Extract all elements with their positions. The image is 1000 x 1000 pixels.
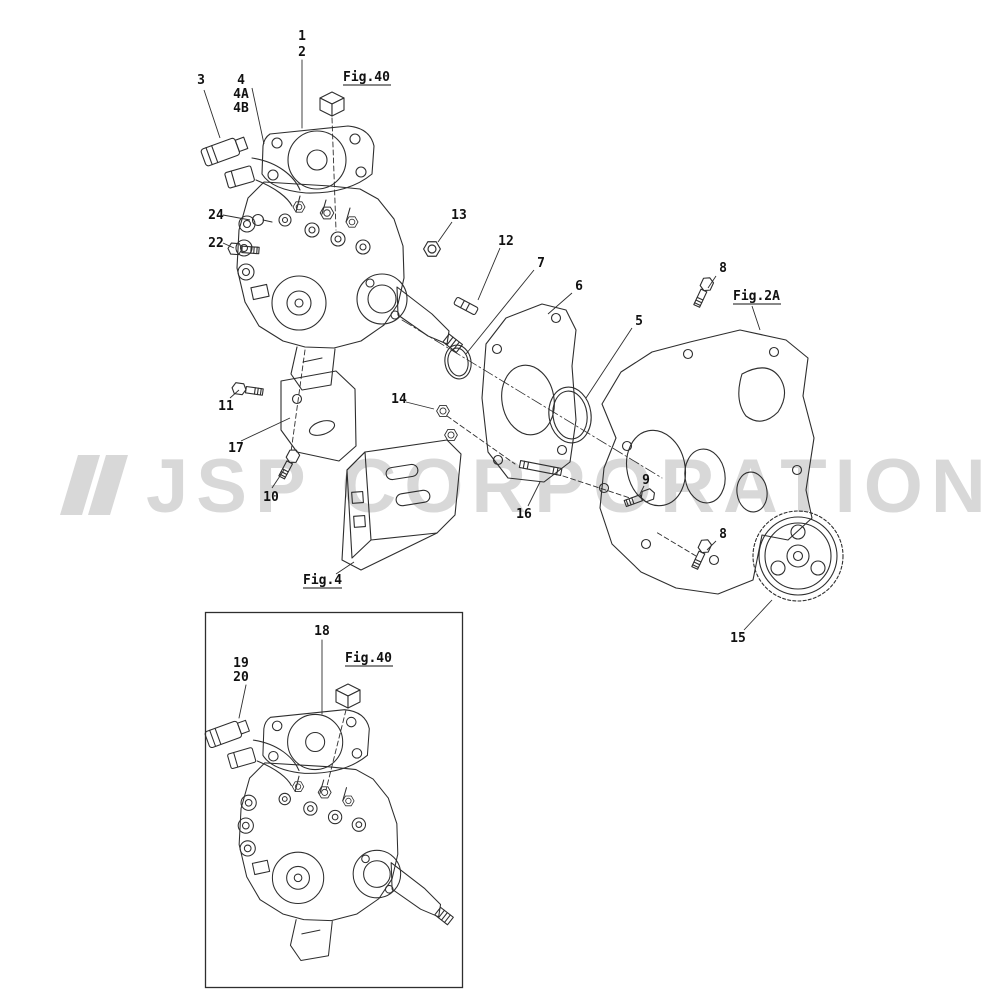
figref-2a: Fig.2A — [733, 289, 780, 304]
callout-8-upper: 8 — [719, 261, 727, 276]
callout-22: 22 — [208, 236, 224, 251]
watermark-logo-bar — [88, 455, 128, 515]
fitting-24 — [251, 213, 273, 227]
dash-bolt8 — [655, 531, 697, 557]
leader-19-20 — [238, 684, 247, 719]
cube-drop-line-inset — [325, 709, 347, 791]
watermark-text: JSP CORPORATION — [146, 444, 994, 529]
callout-6: 6 — [575, 279, 583, 294]
callout-1: 1 — [298, 29, 306, 44]
figref-40-inset: Fig.40 — [345, 651, 392, 666]
injection-pump-assembly — [200, 126, 462, 390]
drive-gear-15 — [752, 510, 844, 602]
o-ring-5 — [548, 386, 592, 444]
callout-24: 24 — [208, 208, 224, 223]
main-diagram — [200, 59, 844, 602]
figref-40-main: Fig.40 — [343, 70, 390, 85]
callout-17: 17 — [228, 441, 244, 456]
callout-14: 14 — [391, 392, 407, 407]
callout-19: 19 — [233, 656, 249, 671]
inset-border — [204, 611, 464, 989]
callout-11: 11 — [218, 399, 234, 414]
callout-12: 12 — [498, 234, 514, 249]
connector-cube-icon — [319, 91, 345, 117]
callout-13: 13 — [451, 208, 467, 223]
callout-18: 18 — [314, 624, 330, 639]
cube-drop-line — [331, 117, 337, 231]
bracket-fig4 — [341, 439, 462, 571]
callout-4a: 4A — [233, 87, 249, 102]
callout-9: 9 — [642, 473, 650, 488]
inset-art — [204, 639, 453, 961]
bolt-8-upper — [691, 274, 716, 309]
shaft-axis-line — [401, 319, 663, 479]
callout-4b: 4B — [233, 101, 249, 116]
callout-10: 10 — [263, 490, 279, 505]
connector-cube-icon-inset — [335, 683, 361, 709]
callout-20: 20 — [233, 670, 249, 685]
bolt-11 — [230, 381, 265, 399]
main-callouts: 1 2 3 4 4A 4B Fig.40 24 22 13 12 7 6 5 8… — [197, 29, 781, 646]
callout-2: 2 — [298, 45, 306, 60]
dash-nuts14 — [446, 415, 516, 465]
leader-lines — [203, 87, 773, 631]
injection-pump-assembly-inset — [204, 710, 453, 961]
callout-15: 15 — [730, 631, 746, 646]
pin-12 — [453, 296, 479, 316]
engine-plate-fig2a — [598, 329, 815, 595]
bracket-17 — [280, 370, 357, 462]
nut-14-b — [444, 429, 458, 441]
callout-7: 7 — [537, 256, 545, 271]
callout-4: 4 — [237, 73, 245, 88]
watermark: JSP CORPORATION — [60, 444, 994, 529]
nut-13 — [423, 241, 441, 257]
callout-3: 3 — [197, 73, 205, 88]
watermark-logo — [60, 455, 100, 515]
figref-4: Fig.4 — [303, 573, 342, 588]
dash-plug10 — [290, 349, 306, 453]
dash-stud16 — [562, 475, 631, 499]
o-ring-7 — [444, 344, 472, 380]
callout-16: 16 — [516, 507, 532, 522]
callout-5: 5 — [635, 314, 643, 329]
inset-callouts: 18 19 20 Fig.40 — [233, 624, 393, 685]
callout-8-lower: 8 — [719, 527, 727, 542]
stud-16 — [518, 460, 563, 476]
inset-diagram: 18 19 20 Fig.40 — [204, 611, 464, 989]
nut-14-a — [436, 405, 450, 417]
